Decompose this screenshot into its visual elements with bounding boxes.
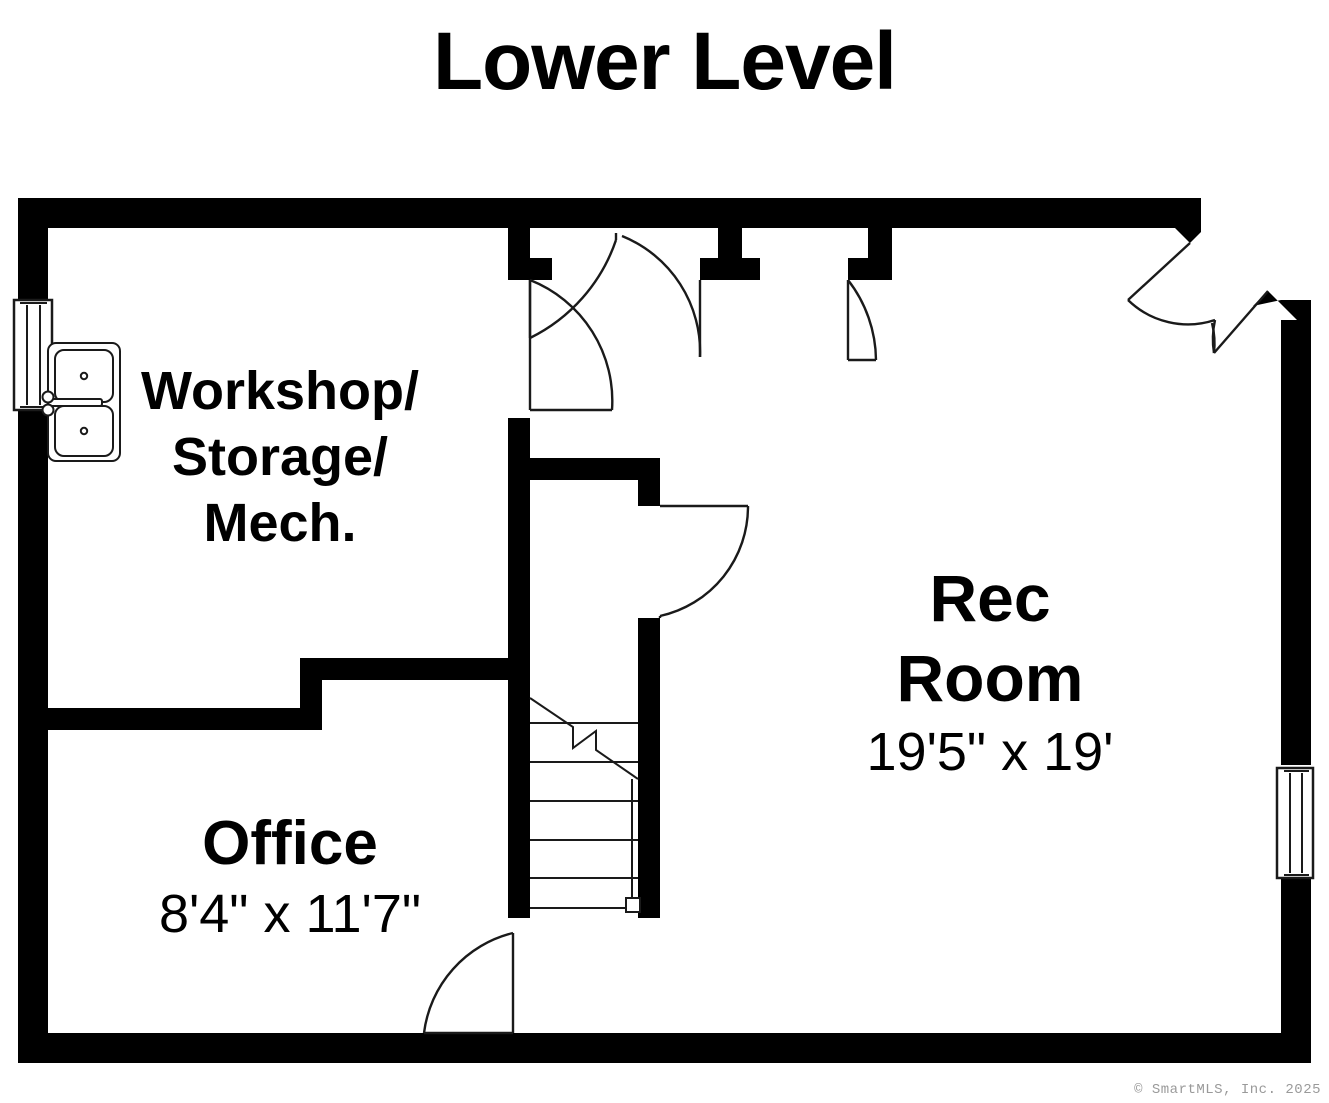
room-name-office: Office xyxy=(202,809,378,878)
utility-sink-fixture xyxy=(41,342,121,462)
copyright-notice: © SmartMLS, Inc. 2025 xyxy=(1134,1082,1321,1098)
door-closet-mid-right xyxy=(621,234,702,358)
room-name-workshop-line2: Storage/ xyxy=(171,427,389,487)
door-closet-mid-left xyxy=(528,233,618,340)
door-stair xyxy=(658,504,750,618)
exterior-walls xyxy=(18,198,1311,1063)
door-corner-side xyxy=(1210,290,1269,354)
staircase xyxy=(529,697,641,913)
room-name-rec-line1: Rec xyxy=(929,561,1051,635)
window-east xyxy=(1275,766,1315,880)
room-dimensions-rec-room: 19'5" x 19' xyxy=(866,722,1114,782)
room-dimensions-office: 8'4" x 11'7" xyxy=(158,884,422,944)
door-corner-top xyxy=(1127,242,1216,326)
room-name-rec-line2: Room xyxy=(896,641,1084,715)
room-label-rec-room: Rec Room 19'5" x 19' xyxy=(740,558,1240,784)
interior-walls xyxy=(40,228,892,918)
door-closet-left xyxy=(528,278,614,412)
room-label-workshop: Workshop/ Storage/ Mech. xyxy=(70,358,490,556)
room-name-workshop-line3: Mech. xyxy=(203,493,357,553)
room-label-office: Office 8'4" x 11'7" xyxy=(60,808,520,946)
room-name-workshop-line1: Workshop/ xyxy=(140,361,419,421)
corner-angled-wall xyxy=(1160,198,1311,334)
page-title: Lower Level xyxy=(433,16,897,107)
doors xyxy=(422,233,1269,1035)
door-office xyxy=(422,931,515,1035)
door-closet-right xyxy=(846,279,878,362)
